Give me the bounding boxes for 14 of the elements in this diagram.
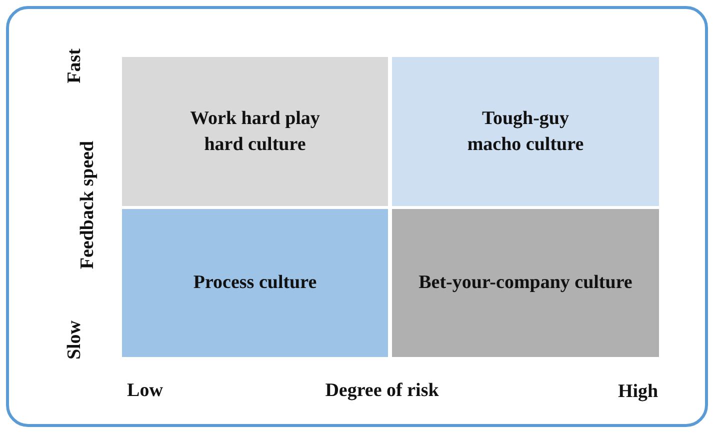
axis-end-label: Slow: [64, 320, 86, 360]
quadrant-label: Tough-guy macho culture: [466, 106, 585, 156]
quadrant-label: Bet-your-company culture: [418, 271, 632, 295]
quadrant-box: [122, 57, 388, 206]
quadrant-label: Work hard play hard culture: [190, 106, 320, 156]
quadrant-box: [392, 57, 659, 206]
axis-title: Feedback speed: [77, 140, 99, 270]
axis-end-label: Low: [127, 380, 163, 402]
quadrant-box: [392, 209, 659, 357]
quadrant-label: Process culture: [193, 271, 317, 295]
quadrant-box: [122, 209, 388, 357]
axis-end-label: Fast: [64, 48, 86, 84]
axis-end-label: High: [618, 381, 658, 403]
axis-title: Degree of risk: [325, 380, 439, 402]
